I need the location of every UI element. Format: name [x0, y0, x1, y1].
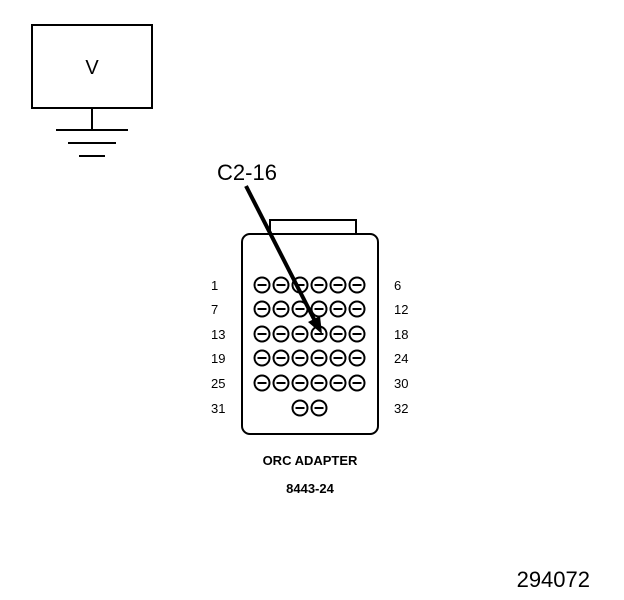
cavity-32	[310, 399, 328, 417]
callout-c2-16: C2-16	[217, 160, 322, 334]
cavity-10	[310, 300, 328, 318]
cavity-6	[348, 276, 366, 294]
cavity-5	[329, 276, 347, 294]
cavity-9	[291, 300, 309, 318]
cavity-17	[329, 325, 347, 343]
pin-label-right-18: 18	[394, 327, 408, 342]
adapter-name: ORC ADAPTER	[263, 453, 358, 468]
cavity-24	[348, 349, 366, 367]
orc-adapter-connector	[241, 219, 379, 435]
cavity-4	[310, 276, 328, 294]
voltmeter: V	[31, 24, 153, 109]
cavity-31	[291, 399, 309, 417]
pin-label-left-1: 1	[211, 278, 218, 293]
pin-label-left-31: 31	[211, 401, 225, 416]
cavity-26	[272, 374, 290, 392]
cavity-29	[329, 374, 347, 392]
cavity-25	[253, 374, 271, 392]
ground-symbol	[56, 108, 128, 157]
pin-label-right-6: 6	[394, 278, 401, 293]
cavity-23	[329, 349, 347, 367]
pin-label-right-24: 24	[394, 351, 408, 366]
cavity-8	[272, 300, 290, 318]
cavity-2	[272, 276, 290, 294]
cavity-12	[348, 300, 366, 318]
cavity-28	[310, 374, 328, 392]
cavity-13	[253, 325, 271, 343]
pin-label-right-32: 32	[394, 401, 408, 416]
pin-label-left-7: 7	[211, 302, 218, 317]
callout-arrowhead	[308, 316, 322, 334]
cavity-30	[348, 374, 366, 392]
cavity-15	[291, 325, 309, 343]
connector-latch	[269, 219, 357, 236]
pin-labels-left: 1 7 13 19 25 31	[211, 278, 225, 416]
cavity-7	[253, 300, 271, 318]
pin-labels-right: 6 12 18 24 30 32	[394, 278, 408, 416]
pin-label-left-25: 25	[211, 376, 225, 391]
cavity-18	[348, 325, 366, 343]
cavity-22	[310, 349, 328, 367]
adapter-part-number: 8443-24	[286, 481, 334, 496]
cavity-1	[253, 276, 271, 294]
cavity-27	[291, 374, 309, 392]
callout-arrow-line	[244, 185, 318, 324]
pin-label-right-12: 12	[394, 302, 408, 317]
pin-label-left-13: 13	[211, 327, 225, 342]
cavity-19	[253, 349, 271, 367]
voltmeter-label: V	[85, 57, 99, 79]
cavity-21	[291, 349, 309, 367]
figure-number: 294072	[517, 567, 590, 592]
cavity-20	[272, 349, 290, 367]
cavity-11	[329, 300, 347, 318]
pin-label-left-19: 19	[211, 351, 225, 366]
cavity-14	[272, 325, 290, 343]
callout-label: C2-16	[217, 160, 277, 185]
pin-label-right-30: 30	[394, 376, 408, 391]
connector-cavities	[253, 276, 366, 417]
